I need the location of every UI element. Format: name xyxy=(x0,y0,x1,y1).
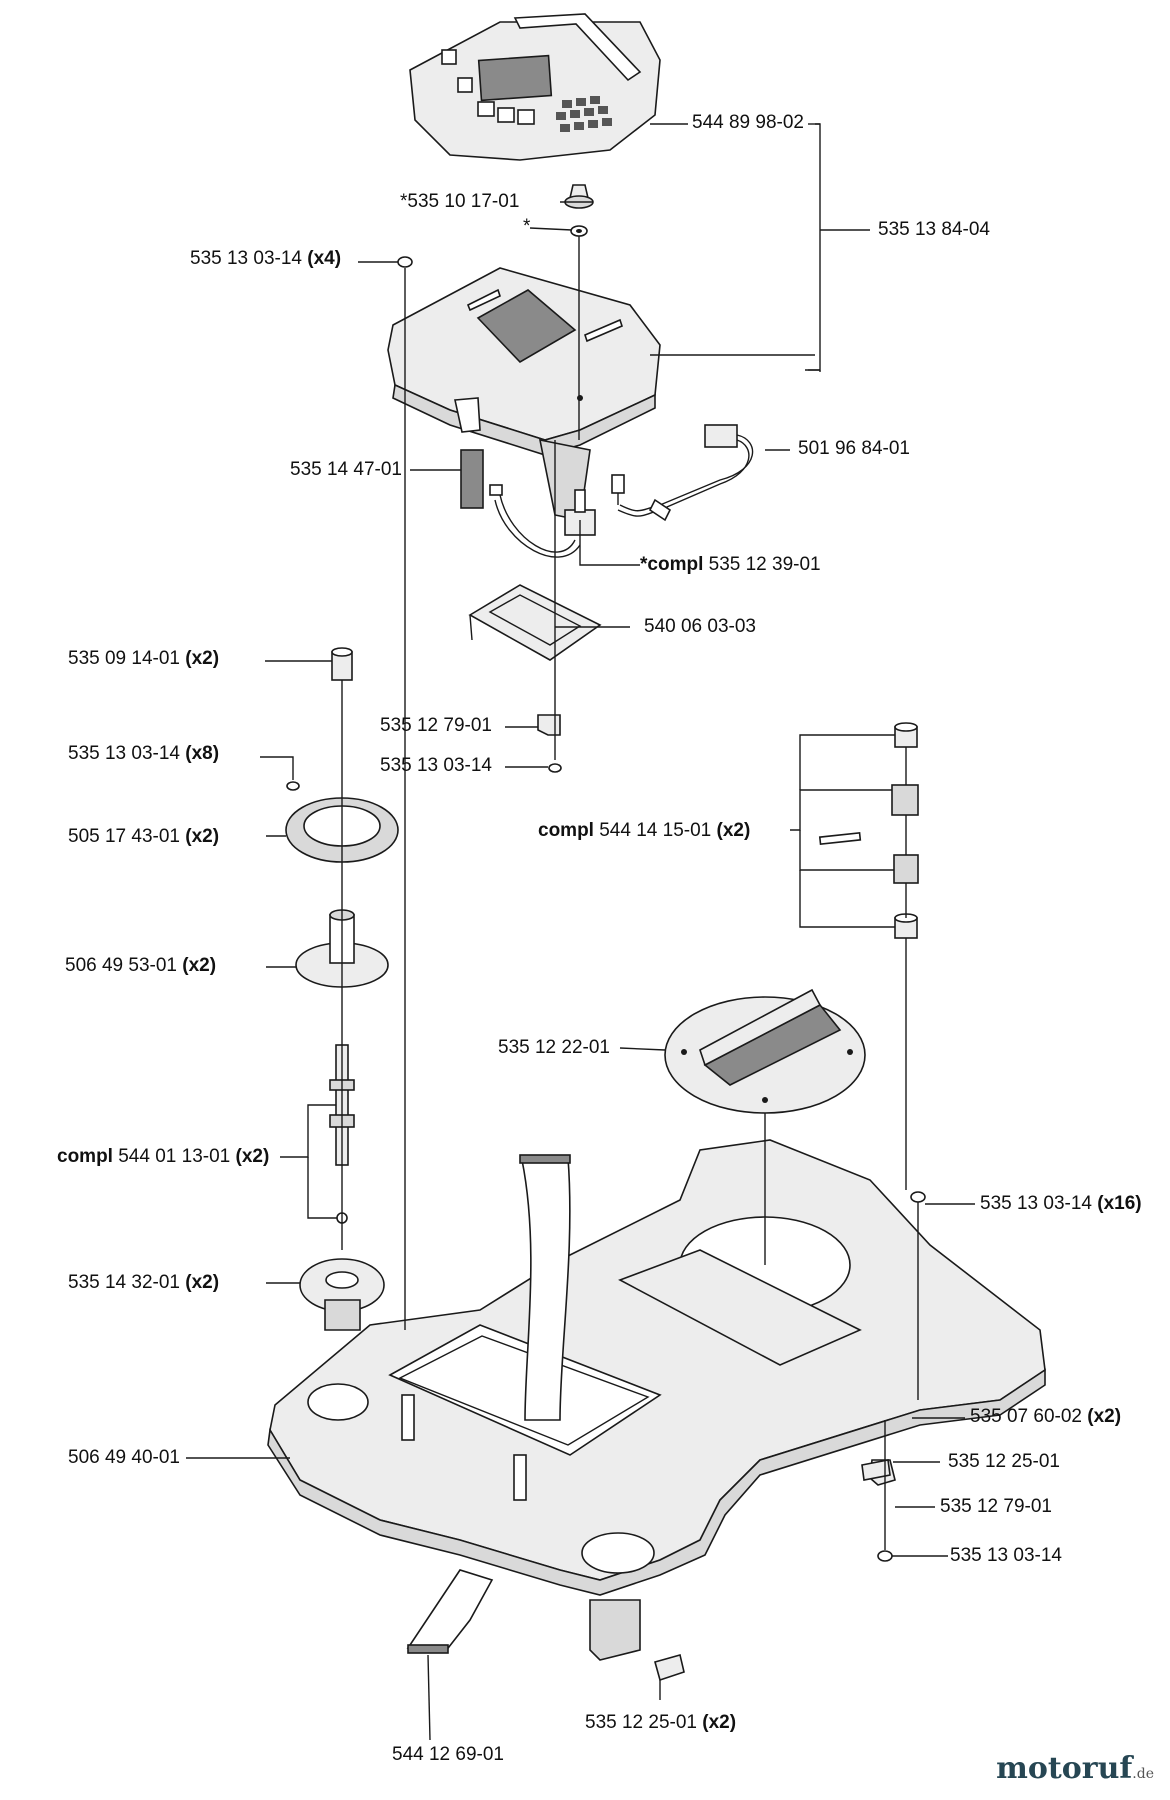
callout-label: *535 10 17-01 xyxy=(400,191,520,212)
callout-label: 505 17 43-01 (x2) xyxy=(68,826,220,847)
chassis-part xyxy=(267,1139,1046,1661)
callout-label: 535 13 03-14 (x8) xyxy=(68,743,220,764)
callout-label: 535 07 60-02 (x2) xyxy=(970,1406,1122,1427)
callout-label: 535 13 03-14 xyxy=(380,755,492,776)
callout-label: 506 49 53-01 (x2) xyxy=(65,955,217,976)
watermark-suffix: .de xyxy=(1132,1766,1154,1782)
callout-label: 535 12 79-01 xyxy=(380,715,492,736)
callout-label: 506 49 40-01 xyxy=(68,1447,180,1468)
watermark-logo: motoruf.de xyxy=(996,1751,1154,1786)
hinge-stack-part xyxy=(818,722,919,939)
callout-label: 544 89 98-02 xyxy=(692,112,804,133)
callout-label: 535 12 25-01 xyxy=(948,1451,1060,1472)
callout-label: 535 13 84-04 xyxy=(878,219,990,240)
knob-part xyxy=(564,184,594,237)
callout-label: 535 13 03-14 (x4) xyxy=(190,248,342,269)
callout-label: 501 96 84-01 xyxy=(798,438,910,459)
callout-label: 535 12 79-01 xyxy=(940,1496,1052,1517)
ribbon-cable-part xyxy=(406,1154,571,1654)
guide-ring-part xyxy=(299,1258,385,1331)
callout-label: 535 13 03-14 (x16) xyxy=(980,1193,1142,1214)
watermark-brand: motoruf xyxy=(996,1751,1133,1786)
control-panel-membrane xyxy=(409,13,661,161)
callout-label: * xyxy=(523,216,531,237)
callout-label: compl 544 01 13-01 (x2) xyxy=(57,1146,270,1167)
leader-lines xyxy=(186,123,975,1741)
callout-label: 535 12 25-01 (x2) xyxy=(585,1712,737,1733)
callout-label: 540 06 03-03 xyxy=(644,616,756,637)
tag-part xyxy=(654,1459,891,1682)
callout-label: 544 12 69-01 xyxy=(392,1744,504,1765)
bracket-plate-part xyxy=(468,584,602,661)
callout-label: 535 12 22-01 xyxy=(498,1037,610,1058)
sensor-cable-part xyxy=(611,424,754,522)
callout-label: 535 14 32-01 (x2) xyxy=(68,1272,220,1293)
callout-label: *compl 535 12 39-01 xyxy=(640,554,821,575)
callout-label: 535 13 03-14 xyxy=(950,1545,1062,1566)
cover-lid-part xyxy=(664,988,866,1114)
callout-label: compl 544 14 15-01 (x2) xyxy=(538,820,751,841)
callout-label: 535 14 47-01 xyxy=(290,459,402,480)
callout-label: 535 09 14-01 (x2) xyxy=(68,648,220,669)
spacer-part xyxy=(331,647,353,681)
